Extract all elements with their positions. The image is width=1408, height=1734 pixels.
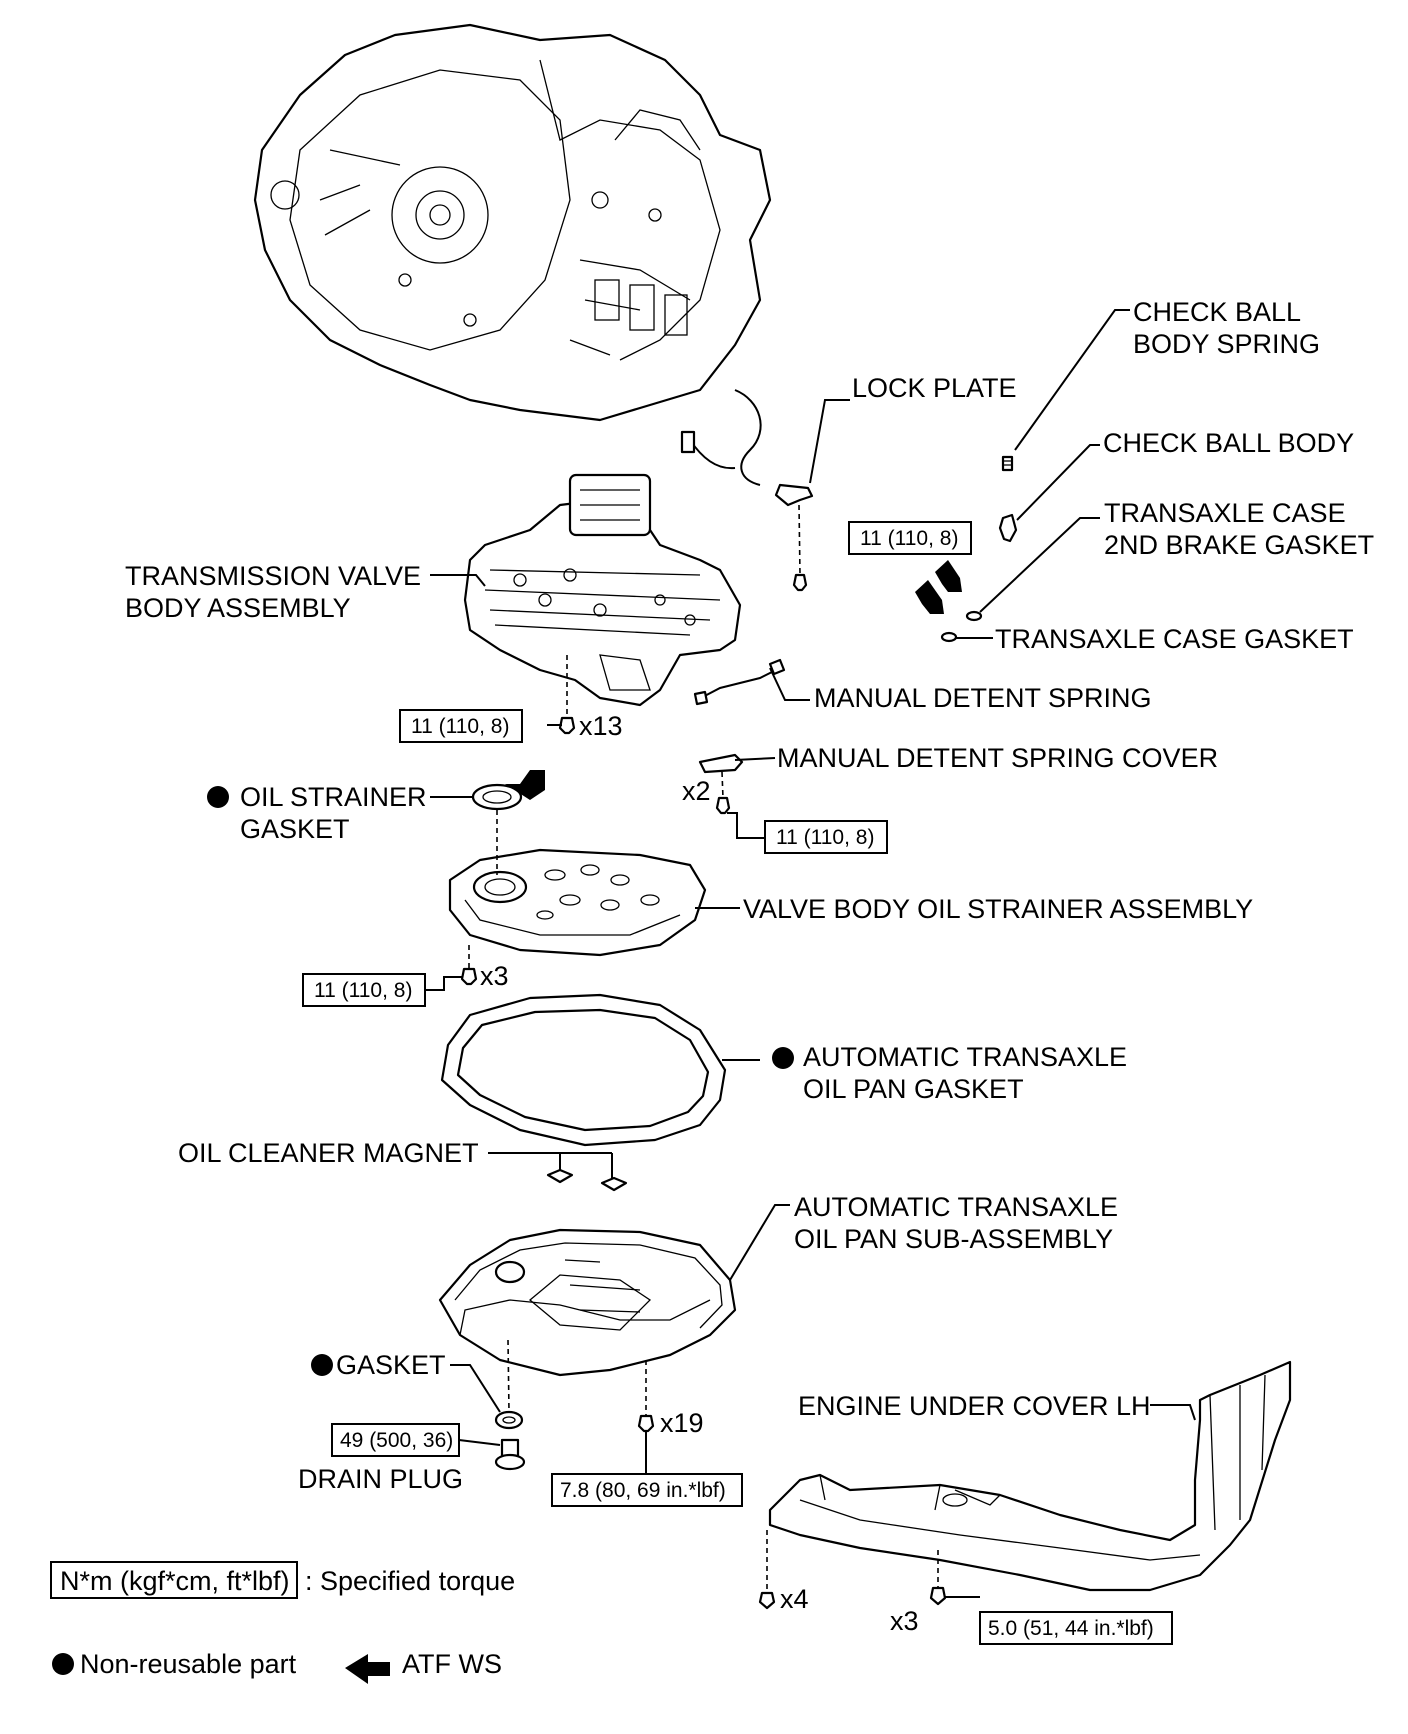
- label-oil-cleaner-magnet: OIL CLEANER MAGNET: [178, 1138, 479, 1168]
- qty-under-cover-right: x3: [890, 1606, 919, 1636]
- torque-lock-plate: 11 (110, 8): [860, 527, 958, 550]
- label-valve-body-line1: TRANSMISSION VALVE: [125, 561, 421, 591]
- label-oil-strainer-gasket-line2: GASKET: [240, 814, 350, 844]
- torque-detent-cover: 11 (110, 8): [776, 826, 874, 849]
- qty-under-cover-left: x4: [780, 1584, 809, 1614]
- oil-strainer-gasket-drawing: [471, 783, 523, 811]
- oil-pan-drawing: [438, 1228, 737, 1377]
- non-reusable-dot-icon: [207, 786, 229, 808]
- label-oil-strainer-gasket-line1: OIL STRAINER: [240, 782, 427, 812]
- oil-strainer-drawing: [448, 848, 707, 957]
- non-reusable-dot-icon: [772, 1047, 794, 1069]
- arrow-icon: [505, 770, 545, 800]
- torque-box: [399, 709, 523, 743]
- legend: N*m (kgf*cm, ft*lbf) : Specified torque …: [50, 1561, 515, 1684]
- torque-box: [764, 820, 888, 854]
- oil-cleaner-magnets-drawing: [546, 1168, 628, 1192]
- quantity-labels: x13 x2 x3 x19 x4 x3: [480, 711, 919, 1636]
- label-check-ball-body-spring-line1: CHECK BALL: [1133, 297, 1301, 327]
- label-valve-body-line2: BODY ASSEMBLY: [125, 593, 351, 623]
- assembly-lines: [468, 504, 939, 1593]
- label-manual-detent-spring: MANUAL DETENT SPRING: [814, 683, 1152, 713]
- legend-torque-box: [50, 1561, 298, 1599]
- label-lock-plate: LOCK PLATE: [852, 373, 1017, 403]
- non-reusable-dot-icon: [52, 1653, 74, 1675]
- legend-torque-text: : Specified torque: [305, 1566, 515, 1596]
- label-drain-plug: DRAIN PLUG: [298, 1464, 463, 1494]
- label-oil-pan-gasket-line1: AUTOMATIC TRANSAXLE: [803, 1042, 1127, 1072]
- label-transaxle-case-2nd-line2: 2ND BRAKE GASKET: [1104, 530, 1374, 560]
- valve-body-drawing: [463, 473, 742, 707]
- torque-oil-pan: 7.8 (80, 69 in.*lbf): [560, 1479, 726, 1502]
- part-labels: CHECK BALL BODY SPRING LOCK PLATE CHECK …: [125, 297, 1374, 1494]
- torque-strainer: 11 (110, 8): [314, 979, 412, 1002]
- qty-valve-body: x13: [579, 711, 623, 741]
- torque-valve-body: 11 (110, 8): [411, 715, 509, 738]
- non-reusable-dot-icon: [311, 1354, 333, 1376]
- label-transaxle-case-gasket: TRANSAXLE CASE GASKET: [995, 624, 1354, 654]
- torque-box: [551, 1473, 743, 1507]
- torque-drain-plug: 49 (500, 36): [340, 1429, 453, 1452]
- label-gasket: GASKET: [336, 1350, 446, 1380]
- transaxle-housing-drawing: [253, 23, 772, 486]
- torque-box: [331, 1423, 460, 1457]
- torque-box: [979, 1611, 1173, 1645]
- torque-box: [848, 521, 972, 555]
- oil-pan-gasket-drawing: [440, 993, 727, 1147]
- label-engine-under-cover: ENGINE UNDER COVER LH: [798, 1391, 1151, 1421]
- label-manual-detent-spring-cover: MANUAL DETENT SPRING COVER: [777, 743, 1218, 773]
- qty-oil-pan: x19: [660, 1408, 704, 1438]
- atf-arrows: [505, 560, 962, 800]
- leader-lines: [425, 309, 1196, 1598]
- label-check-ball-body-spring-line2: BODY SPRING: [1133, 329, 1320, 359]
- label-oil-pan-gasket-line2: OIL PAN GASKET: [803, 1074, 1024, 1104]
- arrow-icon: [935, 560, 962, 592]
- label-oil-pan-line2: OIL PAN SUB-ASSEMBLY: [794, 1224, 1113, 1254]
- legend-torque-units: N*m (kgf*cm, ft*lbf): [60, 1566, 290, 1596]
- torque-box: [302, 973, 426, 1007]
- torque-boxes: 11 (110, 8) 11 (110, 8) 11 (110, 8) 11 (…: [302, 521, 1173, 1645]
- qty-strainer: x3: [480, 961, 509, 991]
- legend-atf: ATF WS: [402, 1649, 502, 1679]
- small-parts-drawing: [460, 455, 1018, 1610]
- legend-non-reusable: Non-reusable part: [80, 1649, 297, 1679]
- label-transaxle-case-2nd-line1: TRANSAXLE CASE: [1104, 498, 1346, 528]
- arrow-icon: [915, 580, 944, 614]
- engine-under-cover-drawing: [768, 1360, 1292, 1592]
- torque-under-cover: 5.0 (51, 44 in.*lbf): [988, 1617, 1154, 1640]
- label-check-ball-body: CHECK BALL BODY: [1103, 428, 1354, 458]
- label-oil-pan-line1: AUTOMATIC TRANSAXLE: [794, 1192, 1118, 1222]
- qty-detent-cover: x2: [682, 776, 711, 806]
- label-valve-body-oil-strainer: VALVE BODY OIL STRAINER ASSEMBLY: [743, 894, 1253, 924]
- atf-arrow-icon: [345, 1654, 390, 1684]
